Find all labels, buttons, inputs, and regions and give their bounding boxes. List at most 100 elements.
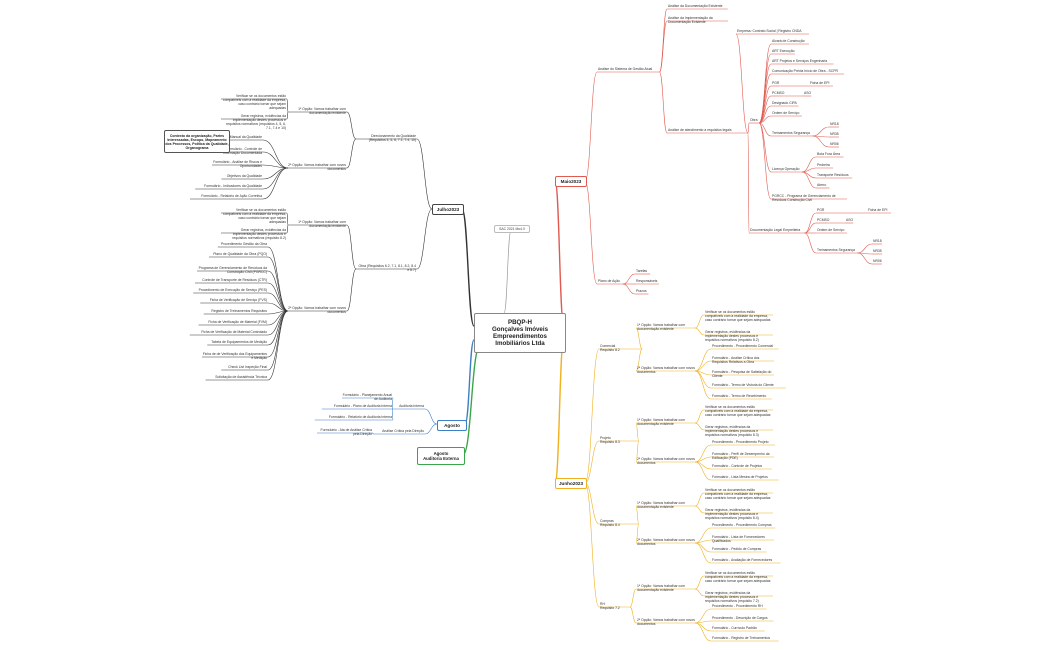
branch-sac[interactable]: SAC 2021 Mo4.0 bbox=[494, 225, 530, 233]
node-m-nr18a[interactable]: NR18 bbox=[830, 122, 839, 126]
node-u-rh-op2[interactable]: 2ª Opção: Vamos trabalhar com novos docu… bbox=[637, 618, 695, 626]
node-m-doc[interactable]: Análise da Documentação Existente bbox=[668, 4, 723, 8]
node-m-pedreira[interactable]: Pedreira bbox=[817, 163, 830, 167]
node-u-proj-p[interactable]: Procedimento - Procedimento Projeto bbox=[712, 440, 769, 444]
node-u-compras-op1[interactable]: 1ª Opção: Vamos trabalhar com documentaç… bbox=[637, 501, 685, 509]
node-j-obra-op1-a[interactable]: Verificar se os documentos estão compatí… bbox=[223, 208, 286, 224]
node-u-com-p[interactable]: Procedimento - Procedimento Comercial bbox=[712, 344, 774, 348]
node-a-plano[interactable]: Formulário - Plano de Auditoria Interna bbox=[333, 404, 392, 408]
node-m-aso2[interactable]: ASO bbox=[846, 218, 854, 222]
branch-agosto-auditoria-externa[interactable]: Agosto Auditoria Externa bbox=[417, 447, 465, 465]
node-m-ficha-epi2[interactable]: Ficha de EPI bbox=[868, 208, 888, 212]
node-m-ordem1[interactable]: Ordem de Serviço bbox=[772, 111, 800, 115]
node-m-tarefas[interactable]: Tarefas bbox=[636, 269, 648, 273]
node-m-seg-cipa[interactable]: Designado CIPA bbox=[772, 101, 797, 105]
node-j-f-acao[interactable]: Formulário - Relatório de Ação Corretiva bbox=[201, 194, 262, 198]
branch-agosto[interactable]: Agosto bbox=[437, 420, 467, 431]
node-j-pgrcc[interactable]: Programa de Gerenciamento de Resíduos da… bbox=[198, 266, 267, 274]
node-u-rh-op1[interactable]: 1ª Opção: Vamos trabalhar com documentaç… bbox=[637, 584, 685, 592]
node-u-proj-op1-a[interactable]: Verificar se os documentos estão compatí… bbox=[705, 405, 771, 417]
node-u-rh-f2[interactable]: Formulário - Currículo Padrão bbox=[712, 626, 757, 630]
node-j-obra[interactable]: Obra (Requisitos 6.2, 7.1, 8.1, 8.2, 8.4… bbox=[358, 264, 417, 272]
node-j-fvs[interactable]: Ficha de Verificação de Serviço (FVS) bbox=[209, 298, 267, 302]
node-m-ficha-epi1[interactable]: Ficha de EPI bbox=[810, 81, 830, 85]
node-u-compras-f3[interactable]: Formulário - Avaliação de Fornecedores bbox=[712, 558, 773, 562]
node-m-nr35b[interactable]: NR35 bbox=[873, 249, 882, 253]
node-m-aterro[interactable]: Aterro bbox=[817, 183, 827, 187]
node-m-transp[interactable]: Transporte Resíduos bbox=[817, 173, 849, 177]
node-j-ctr[interactable]: Controle de Transporte de Resíduos (CTR) bbox=[202, 278, 267, 282]
node-j-obra-op2[interactable]: 2ª Opção: Vamos trabalhar com novos docu… bbox=[288, 306, 346, 314]
central-topic[interactable]: PBQP-H Gonçalves Imóveis Empreendimentos… bbox=[474, 313, 566, 353]
branch-julho-2023[interactable]: Julho2023 bbox=[432, 204, 464, 215]
node-j-pqo[interactable]: Plano de Qualidade da Obra (PQO) bbox=[213, 252, 267, 256]
node-a-plan[interactable]: Formulário - Planejamento Anual de Audit… bbox=[342, 393, 392, 401]
node-m-prazo[interactable]: Prazos bbox=[636, 289, 647, 293]
node-u-rh-p[interactable]: Procedimento - Procedimento RH bbox=[712, 604, 763, 608]
node-j-pes[interactable]: Procedimento de Execução de Serviço (PES… bbox=[198, 288, 267, 292]
node-j-trein[interactable]: Registro de Treinamentos Requisitos bbox=[211, 309, 267, 313]
node-m-comun[interactable]: Comunicação Prévia Início de Obra - SCPR bbox=[772, 69, 838, 73]
node-u-compras-op1-b[interactable]: Gerar registros, evidências da implement… bbox=[705, 508, 759, 520]
node-m-obra[interactable]: Obra bbox=[750, 118, 758, 122]
branch-junho-2023[interactable]: Junho2023 bbox=[555, 478, 587, 489]
node-m-licenca[interactable]: Licença Operação bbox=[772, 167, 800, 171]
node-j-equip[interactable]: Tabela de Equipamentos de Medição bbox=[211, 340, 267, 344]
node-j-proc-exec[interactable]: Procedimento Gestão da Obra bbox=[221, 242, 267, 246]
node-j-fvm[interactable]: Ficha de Verificação de Material (FVM) bbox=[208, 320, 267, 324]
node-u-compras-f2[interactable]: Formulário - Pedido de Compras bbox=[712, 547, 762, 551]
node-u-com-f3[interactable]: Formulário - Termo de Vistoria do Client… bbox=[712, 383, 774, 387]
node-m-art-exec[interactable]: ART Execução bbox=[772, 49, 795, 53]
node-a-ata[interactable]: Formulário - Ata de Análise Crítica pela… bbox=[320, 428, 372, 436]
node-u-rh-f3[interactable]: Formulário - Registro de Treinamentos bbox=[712, 636, 771, 640]
node-u-com-op2[interactable]: 2ª Opção: Vamos trabalhar com novos docu… bbox=[637, 366, 695, 374]
node-m-gestao[interactable]: Análise do Sistema de Gestão Atual bbox=[598, 67, 653, 71]
node-u-com-op1-b[interactable]: Gerar registros, evidências da implement… bbox=[705, 330, 759, 342]
node-u-proj[interactable]: Projeto Requisito 8.3 bbox=[600, 436, 620, 444]
node-m-ordem2[interactable]: Ordem de Serviço bbox=[817, 228, 845, 232]
node-m-pcmso2[interactable]: PCMSO bbox=[817, 218, 830, 222]
node-j-fvm-ctrl[interactable]: Ficha de Verificação de Material Control… bbox=[201, 330, 267, 334]
node-m-doclegal[interactable]: Documentação Legal Empreiteira bbox=[750, 228, 801, 232]
node-m-nr35a[interactable]: NR35 bbox=[830, 132, 839, 136]
node-a-aud[interactable]: Auditoria Interna bbox=[399, 404, 424, 408]
node-j-obra-op1-b[interactable]: Gerar registros, evidências da implement… bbox=[232, 228, 286, 240]
node-u-rh-op1-a[interactable]: Verificar se os documentos estão compatí… bbox=[705, 571, 771, 583]
node-j-manual[interactable]: Manual da Qualidade bbox=[229, 135, 262, 139]
node-u-proj-op1-b[interactable]: Gerar registros, evidências da implement… bbox=[705, 425, 759, 437]
node-m-pcmso1[interactable]: PCMSO bbox=[772, 91, 785, 95]
node-m-aso1[interactable]: ASO bbox=[804, 91, 812, 95]
node-j-dir-op1-a[interactable]: Verificar se os documentos estão compatí… bbox=[223, 94, 286, 110]
node-u-com-f1[interactable]: Formulário - Análise Crítica dos Requisi… bbox=[712, 356, 760, 364]
branch-maio-2023[interactable]: Maio2023 bbox=[555, 176, 587, 187]
node-u-rh-op1-b[interactable]: Gerar registros, evidências da implement… bbox=[705, 591, 759, 603]
node-u-com[interactable]: Comercial Requisito 8.2 bbox=[600, 344, 620, 352]
node-u-compras-f1[interactable]: Formulário - Lista de Fornecedores Quali… bbox=[712, 535, 765, 543]
node-m-impl[interactable]: Análise da Implementação da Documentação… bbox=[668, 16, 713, 24]
node-j-dir-op1-b[interactable]: Gerar registros, evidências da implement… bbox=[226, 114, 286, 130]
node-j-solic[interactable]: Solicitação de Assistência Técnica bbox=[215, 375, 267, 379]
node-j-obj[interactable]: Objetivos da Qualidade bbox=[226, 174, 262, 178]
node-j-f-ind[interactable]: Formulário - Indicadores da Qualidade bbox=[204, 184, 262, 188]
node-m-nr6b[interactable]: NR06 bbox=[873, 259, 882, 263]
node-m-bota[interactable]: Bota Fora Área bbox=[817, 152, 840, 156]
node-j-dir-op2[interactable]: 2ª Opção: Vamos trabalhar com novos docu… bbox=[288, 163, 346, 171]
node-u-com-op1-a[interactable]: Verificar se os documentos estão compatí… bbox=[705, 310, 771, 322]
node-m-alvara[interactable]: Alvará de Construção bbox=[772, 39, 805, 43]
node-m-resp[interactable]: Responsáveis bbox=[636, 279, 658, 283]
node-j-f-ctrl[interactable]: Formulário - Controle de Informação Docu… bbox=[222, 147, 262, 155]
node-j-dir[interactable]: Direcionamento da Qualidade (Requisitos … bbox=[368, 134, 416, 142]
node-j-obra-op1[interactable]: 1ª Opção: Vamos trabalhar com documentaç… bbox=[298, 220, 346, 228]
node-m-trein1[interactable]: Treinamentos Segurança bbox=[772, 131, 810, 135]
node-u-com-op1[interactable]: 1ª Opção: Vamos trabalhar com documentaç… bbox=[637, 323, 685, 331]
node-u-com-f4[interactable]: Formulário - Termo de Recebimento bbox=[712, 394, 767, 398]
node-u-compras[interactable]: Compras Requisito 8.4 bbox=[600, 519, 620, 527]
node-u-compras-op1-a[interactable]: Verificar se os documentos estão compatí… bbox=[705, 488, 771, 500]
node-m-pgrcc[interactable]: PGRCC - Programa de Gerenciamento de Res… bbox=[772, 194, 836, 202]
node-j-fve[interactable]: Ficha de de Verificação dos Equipamentos… bbox=[202, 352, 267, 360]
node-j-dir-op1[interactable]: 1ª Opção: Vamos trabalhar com documentaç… bbox=[298, 107, 346, 115]
node-m-emp[interactable]: Empresa: Contrato Social | Registro CNDA bbox=[737, 29, 802, 33]
context-note-box[interactable]: Contexto da organização, Partes Interess… bbox=[164, 130, 230, 153]
node-m-nr18b[interactable]: NR18 bbox=[873, 239, 882, 243]
node-u-proj-op1[interactable]: 1ª Opção: Vamos trabalhar com documentaç… bbox=[637, 418, 685, 426]
